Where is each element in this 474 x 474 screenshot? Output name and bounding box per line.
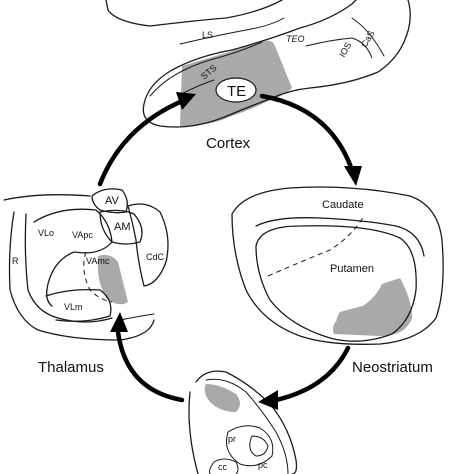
labels: Cortex Thalamus Neostriatum Caudate Puta…	[12, 29, 433, 472]
nigra-shaded-region	[204, 384, 240, 412]
neostriatum-drawing	[231, 186, 444, 345]
thalamus-inner-outline	[24, 213, 113, 323]
am-nucleus	[99, 209, 143, 245]
arrowhead-nigra-in	[258, 390, 278, 410]
label-neostriatum: Neostriatum	[352, 359, 433, 376]
label-pr: pr	[228, 434, 236, 444]
arrowhead-neostriatum-in	[344, 166, 362, 186]
nigra-inner-outline	[205, 378, 289, 474]
sts-sulcus	[149, 41, 263, 97]
arrow-neostriatum-to-nigra	[273, 345, 351, 403]
vlm-outline	[45, 288, 112, 322]
pr-pc-region	[226, 425, 274, 467]
putamen-outline	[255, 225, 417, 342]
cortex-drawing	[105, 0, 411, 128]
label-am: AM	[114, 221, 131, 233]
label-ls: LS	[202, 30, 213, 40]
te-highlight	[215, 77, 257, 103]
label-vamc: VAmc	[86, 256, 110, 266]
thalamus-top-line	[3, 194, 91, 201]
cortex-outline	[105, 0, 411, 128]
arrow-nigra-to-thalamus	[115, 329, 185, 403]
label-pc: pc	[258, 460, 268, 470]
label-caudate: Caudate	[322, 199, 364, 211]
ls-sulcus	[179, 17, 285, 45]
vlo-vapc-outline	[33, 208, 113, 307]
arrow-cortex-to-neostriatum	[259, 93, 355, 173]
label-teo: TEO	[286, 34, 305, 44]
label-te: TE	[227, 83, 246, 100]
label-putamen: Putamen	[330, 263, 374, 275]
teo-ios-sulcus	[305, 37, 373, 59]
vamc-shaded-region	[97, 254, 128, 305]
label-ios: IOS	[337, 41, 353, 59]
caudate-shaded-region	[336, 306, 365, 330]
caudate-putamen-boundary	[267, 215, 365, 277]
label-vlm: VLm	[64, 302, 83, 312]
thalamus-drawing	[3, 188, 169, 341]
label-cortex: Cortex	[206, 135, 251, 152]
label-av: AV	[105, 195, 120, 207]
loop-arrows	[97, 92, 362, 410]
arrowhead-thalamus-in	[110, 312, 128, 332]
pc-inner-region	[249, 435, 269, 457]
thalamus-outer-outline	[8, 211, 155, 341]
cc-region	[209, 458, 239, 474]
cas-sulcus	[351, 17, 385, 57]
label-vlo: VLo	[38, 228, 54, 238]
arrow-thalamus-to-cortex	[97, 99, 183, 187]
cdc-nucleus	[127, 203, 169, 287]
label-cc: cc	[218, 462, 228, 472]
arrowhead-cortex-in	[176, 92, 196, 110]
caudate-inner-outline	[255, 217, 425, 257]
neostriatum-outer-outline	[231, 186, 444, 345]
label-thalamus: Thalamus	[38, 359, 104, 376]
nigra-drawing	[188, 370, 298, 474]
label-vapc: VApc	[72, 230, 93, 240]
thalamus-lower-line	[119, 313, 155, 321]
label-r: R	[12, 256, 19, 266]
label-cdc: CdC	[146, 252, 165, 262]
